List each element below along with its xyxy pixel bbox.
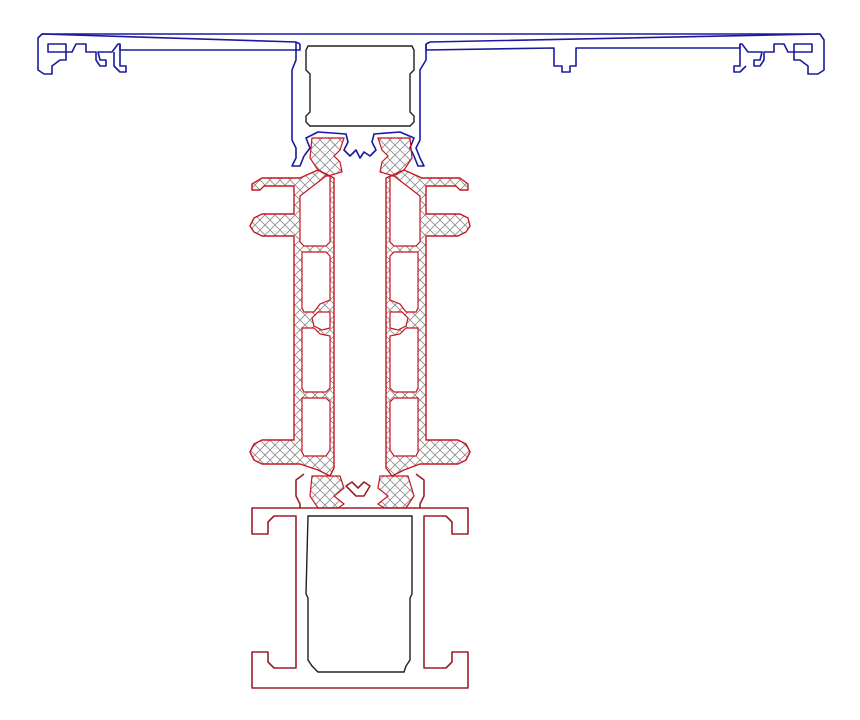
top-insert xyxy=(305,45,415,127)
left-thermal-profile-voids xyxy=(251,175,331,457)
bottom-sash-profile xyxy=(251,473,469,689)
right-thermal-profile-voids xyxy=(389,175,421,457)
right-profile-clip xyxy=(389,311,409,331)
bottom-insert xyxy=(305,515,413,673)
left-profile-clip xyxy=(311,311,331,331)
top-cap-profile xyxy=(37,33,825,167)
